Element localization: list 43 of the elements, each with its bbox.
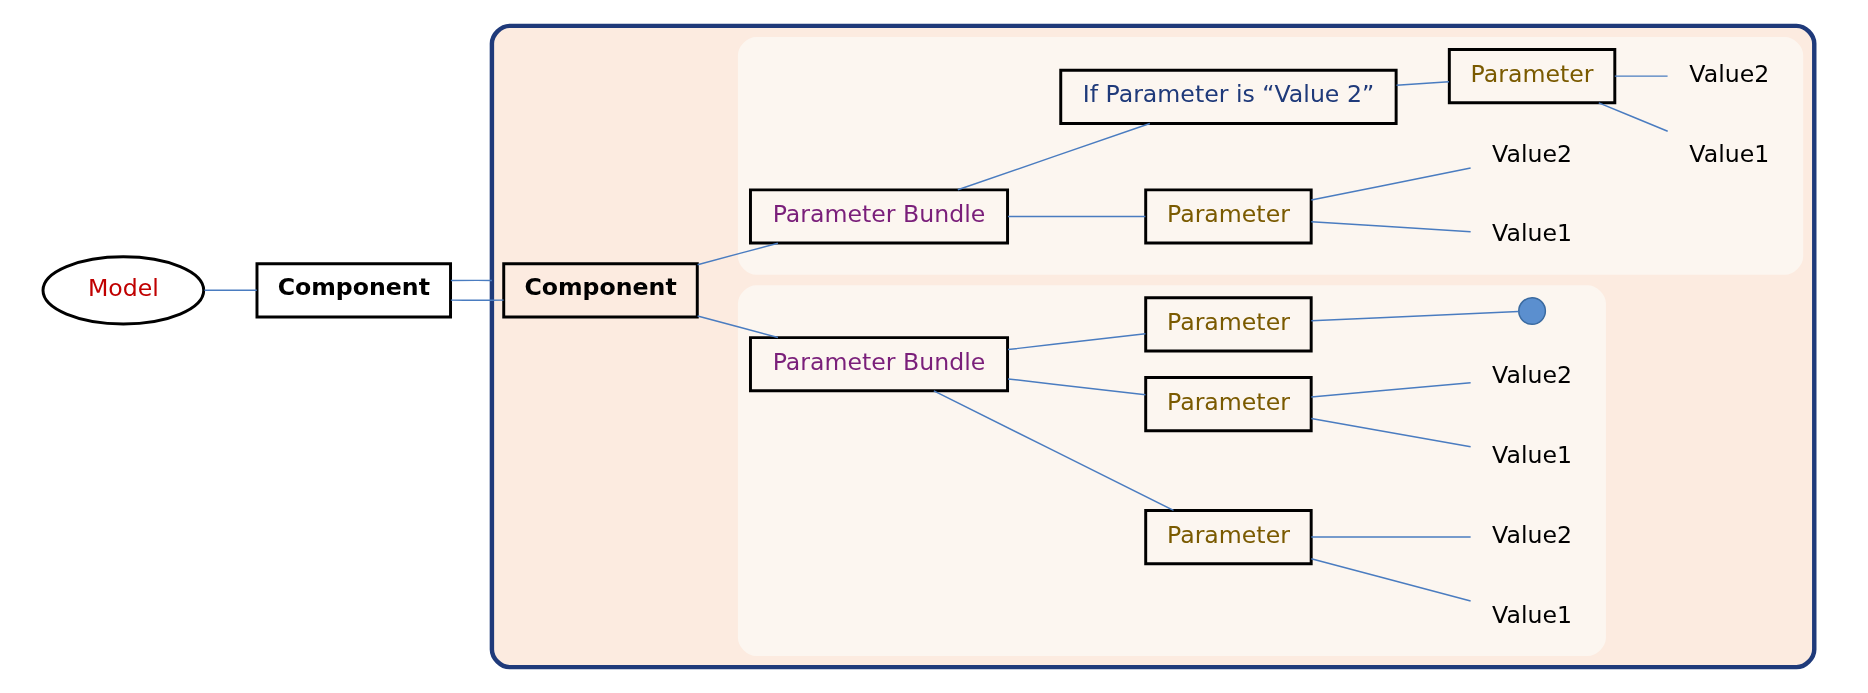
connector — [203, 289, 257, 292]
node-text: Value2 — [1491, 520, 1572, 549]
node-ellipse: Model — [41, 255, 205, 326]
connector — [1310, 536, 1471, 538]
node-box: Component — [255, 262, 452, 319]
connector — [1310, 557, 1471, 602]
connector — [1310, 310, 1519, 322]
connector — [956, 122, 1151, 191]
connector — [1006, 378, 1146, 396]
connector — [1006, 215, 1146, 218]
connector — [1006, 333, 1146, 351]
connector — [449, 279, 493, 282]
connector — [1395, 81, 1450, 87]
node-text: Value1 — [1491, 219, 1572, 248]
node-box: Component — [501, 262, 699, 319]
connector — [1597, 102, 1668, 132]
node-text: Value1 — [1688, 139, 1769, 168]
node-text: Value2 — [1491, 139, 1572, 168]
node-box: Parameter — [1143, 376, 1313, 433]
node-box: Parameter — [1143, 188, 1313, 245]
connector — [932, 390, 1174, 512]
cluster — [737, 285, 1606, 657]
node-text: Value2 — [1688, 59, 1769, 88]
node-box: Parameter — [1447, 48, 1616, 105]
connector — [1310, 382, 1471, 398]
node-box: If Parameter is “Value 2” — [1058, 68, 1398, 125]
node-box: Parameter Bundle — [748, 188, 1009, 245]
node-text: Value1 — [1491, 440, 1572, 469]
connector — [696, 315, 779, 339]
connector — [1310, 417, 1471, 448]
connector — [1310, 167, 1471, 201]
node-box: Parameter — [1143, 509, 1313, 566]
cluster — [489, 23, 1816, 670]
connector — [1310, 220, 1471, 233]
node-box: Parameter Bundle — [748, 336, 1009, 393]
node-text: Value2 — [1491, 361, 1572, 390]
node-text: Value1 — [1491, 600, 1572, 629]
connector — [449, 299, 504, 302]
node-circle — [1517, 297, 1546, 326]
cluster — [737, 36, 1803, 275]
connector — [1613, 75, 1668, 77]
node-box: Parameter — [1143, 296, 1313, 353]
connector — [696, 242, 779, 266]
